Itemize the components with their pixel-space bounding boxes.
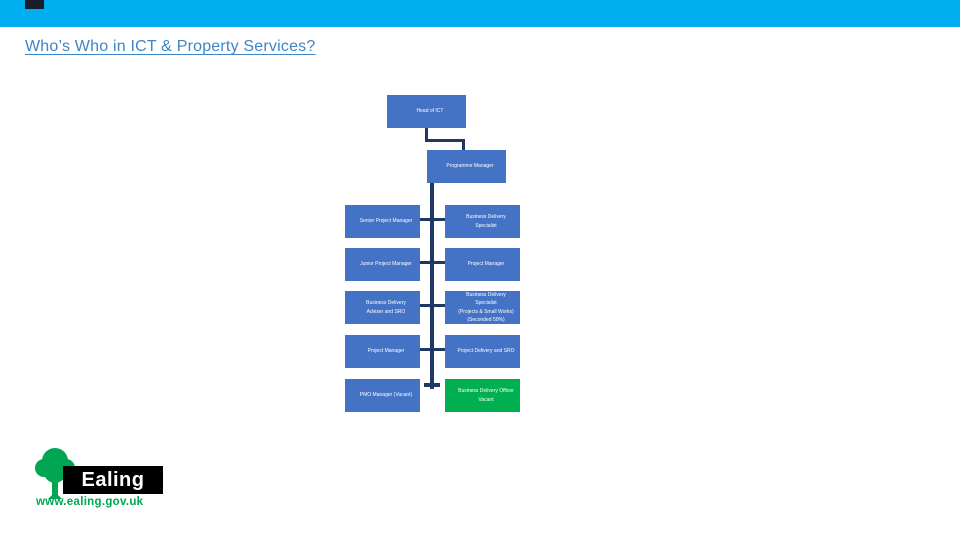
- connector-segment: [425, 139, 465, 142]
- org-box-business-delivery-specialist-seconded: Business Delivery Specialist (Projects &…: [445, 291, 520, 324]
- connector-trunk: [430, 183, 434, 389]
- connector-segment: [420, 348, 445, 351]
- connector-segment: [462, 139, 465, 151]
- connector-segment: [420, 218, 445, 221]
- org-box-project-delivery-sro: Project Delivery and SRO: [445, 335, 520, 368]
- org-box-pmo-manager-vacant: PMO Manager (Vacant): [345, 379, 420, 412]
- connector-segment: [420, 261, 445, 264]
- org-box-junior-project-manager: Junior Project Manager: [345, 248, 420, 281]
- org-box-project-manager: Project Manager: [445, 248, 520, 281]
- top-accent-bar: [0, 0, 960, 27]
- org-box-programme-manager: Programme Manager: [427, 150, 506, 183]
- connector-segment: [420, 304, 445, 307]
- ealing-logo: Ealing www.ealing.gov.uk: [28, 444, 168, 514]
- top-left-notch: [25, 0, 44, 9]
- ealing-logo-wordmark: Ealing: [63, 466, 163, 494]
- ealing-website-url: www.ealing.gov.uk: [36, 496, 144, 508]
- ealing-tree-icon: [35, 448, 75, 499]
- org-box-business-delivery-specialist: Business Delivery Specialist: [445, 205, 520, 238]
- connector-segment: [424, 383, 440, 387]
- org-box-head-of-ict: Head of ICT: [387, 95, 466, 128]
- ealing-logo-text: Ealing: [81, 468, 145, 491]
- org-box-senior-project-manager: Senior Project Manager: [345, 205, 420, 238]
- org-box-project-manager-2: Project Manager: [345, 335, 420, 368]
- org-box-business-delivery-officer-vacant: Business Delivery Officer Vacant: [445, 379, 520, 412]
- connector-segment: [425, 128, 428, 142]
- org-box-business-delivery-adviser-sro: Business Delivery Adviser and SRO: [345, 291, 420, 324]
- slide-title: Who’s Who in ICT & Property Services?: [25, 38, 316, 55]
